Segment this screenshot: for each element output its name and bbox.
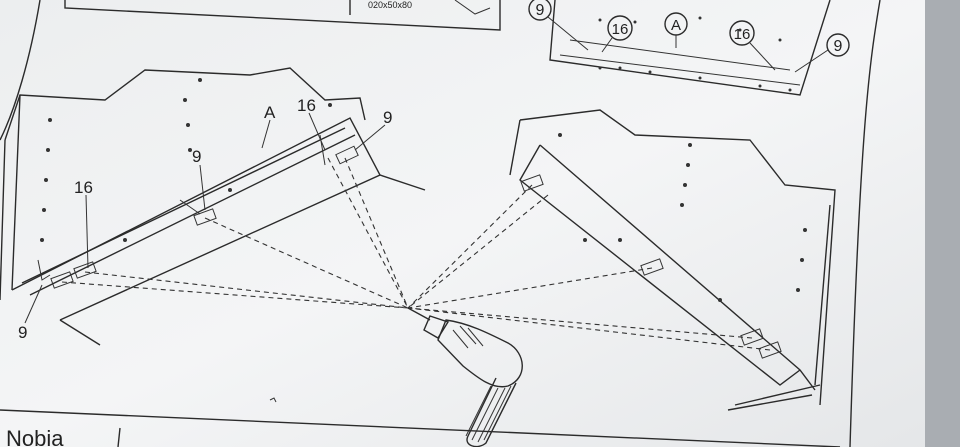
callout-16-top-left: 16 [601, 15, 633, 53]
leader-9-bottom [24, 284, 43, 324]
svg-text:16: 16 [734, 26, 751, 43]
drill-icon [407, 307, 523, 447]
label-9-top: 9 [383, 108, 392, 127]
leader-9-top [354, 124, 386, 151]
header-table: 020x50x80 [64, 0, 501, 31]
bolt-right-bottom-2 [740, 328, 764, 346]
label-16-left: 16 [74, 178, 93, 197]
callout-16-top-right: 16 [729, 20, 776, 71]
leader-16-left [85, 194, 89, 269]
callout-9-top-left: 9 [528, 0, 589, 51]
label-16-top: 16 [297, 96, 316, 115]
header-code: 020x50x80 [368, 0, 412, 10]
svg-text:9: 9 [536, 2, 545, 19]
leader-16-top [308, 112, 326, 151]
leader-9-mid [199, 164, 206, 211]
svg-text:9: 9 [834, 38, 843, 55]
label-9-bottom: 9 [18, 323, 27, 342]
left-cabinet-drawing: A 16 9 9 16 9 [0, 67, 426, 346]
svg-text:16: 16 [612, 21, 629, 38]
callout-9-top-right: 9 [794, 33, 850, 73]
footer-brand: Nobia [6, 426, 64, 447]
bolt-right-top [520, 174, 544, 192]
svg-text:A: A [671, 17, 681, 34]
bolt-9-bottom [50, 271, 74, 289]
label-9-mid: 9 [192, 147, 201, 166]
bolt-9-mid [179, 199, 217, 226]
drilling-guide-lines [61, 157, 771, 351]
top-detail-view: 9 16 A 16 9 [528, 0, 850, 96]
print-mark [269, 397, 277, 403]
footer-title-block: Nobia [0, 409, 841, 447]
bolt-right-mid [640, 258, 664, 276]
paper-right-edge [925, 0, 960, 447]
right-cabinet-drawing [509, 109, 836, 411]
page-border-left [0, 0, 41, 141]
bolt-right-bottom [758, 341, 782, 359]
label-A: A [264, 103, 276, 122]
leader-A [261, 119, 271, 149]
page-border-right [849, 0, 881, 447]
bolt-16-left [37, 259, 97, 281]
callout-A-top: A [664, 12, 688, 48]
